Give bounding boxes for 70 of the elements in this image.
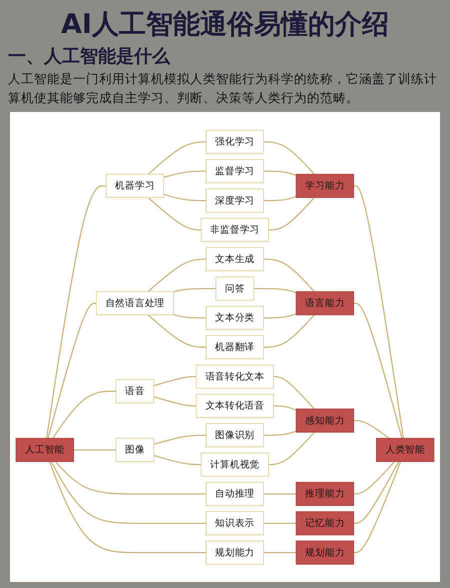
- connector: [148, 314, 206, 348]
- connector: [52, 390, 116, 438]
- node-box: 人类智能: [376, 437, 434, 462]
- node-box: 文本生成: [206, 246, 264, 271]
- connector: [47, 302, 96, 438]
- connector: [268, 196, 315, 230]
- connector: [354, 460, 402, 553]
- connector: [264, 552, 296, 553]
- node-box: 知识表示: [206, 510, 264, 535]
- connector: [254, 288, 296, 293]
- connector: [264, 258, 315, 292]
- connector: [264, 430, 296, 436]
- node-box: 图像识别: [206, 422, 264, 447]
- connector: [46, 184, 106, 438]
- connector: [273, 404, 296, 410]
- connector: [264, 492, 296, 494]
- connector: [264, 314, 315, 348]
- connector: [148, 258, 206, 292]
- connector: [264, 522, 296, 524]
- connector: [50, 460, 206, 524]
- node-box: 语言能力: [296, 290, 354, 315]
- connector: [273, 376, 315, 409]
- node-box: 机器翻译: [206, 334, 264, 359]
- connector: [74, 448, 116, 450]
- connector: [148, 196, 202, 230]
- connector: [148, 140, 206, 174]
- node-box: 人工智能: [16, 437, 74, 462]
- connector: [154, 434, 206, 444]
- node-box: 强化学习: [206, 129, 264, 154]
- connector: [354, 460, 400, 524]
- node-box: 规划能力: [206, 540, 264, 564]
- connector: [264, 312, 296, 318]
- title: AI人工智能通俗易懂的介绍: [61, 8, 389, 42]
- node-box: 文本转化语音: [196, 393, 274, 418]
- connector: [154, 376, 196, 386]
- node-box: 自动推理: [206, 481, 264, 506]
- connector: [48, 460, 206, 553]
- connector: [154, 396, 196, 406]
- connector: [354, 460, 395, 494]
- connector: [164, 170, 206, 178]
- connector: [55, 460, 206, 494]
- connector: [264, 140, 315, 174]
- node-box: 问答: [216, 276, 254, 300]
- connector: [268, 431, 315, 465]
- connector: [264, 170, 296, 176]
- node-box: 学习能力: [296, 173, 354, 198]
- node-box: 文本分类: [206, 305, 264, 330]
- node-box: 推理能力: [296, 481, 354, 506]
- connector: [173, 314, 206, 318]
- connector: [154, 454, 202, 465]
- connector: [354, 302, 403, 438]
- node-box: 语音: [116, 378, 154, 403]
- node-box: 计算机视觉: [200, 452, 269, 476]
- section-heading: 一、人工智能是什么: [7, 45, 170, 68]
- node-box: 记忆能力: [296, 510, 354, 535]
- connector: [354, 420, 390, 438]
- node-box: 机器学习: [106, 173, 164, 198]
- node-box: 非监督学习: [200, 217, 269, 242]
- intro-paragraph: 人工智能是一门利用计算机模拟人类智能行为科学的统称，它涵盖了训练计算机使其能够完成自主学习、判断、决策等人类行为的范畴。: [8, 70, 438, 107]
- node-box: 自然语言处理: [96, 290, 174, 315]
- connector: [354, 184, 404, 438]
- node-box: 图像: [116, 437, 154, 462]
- node-box: 规划能力: [296, 540, 354, 564]
- node-box: 深度学习: [206, 188, 264, 212]
- connector: [264, 195, 296, 201]
- connector: [173, 288, 216, 292]
- node-box: 感知能力: [296, 408, 354, 432]
- node-box: 语音转化文本: [196, 364, 274, 388]
- node-box: 监督学习: [206, 158, 264, 183]
- connector: [164, 193, 206, 201]
